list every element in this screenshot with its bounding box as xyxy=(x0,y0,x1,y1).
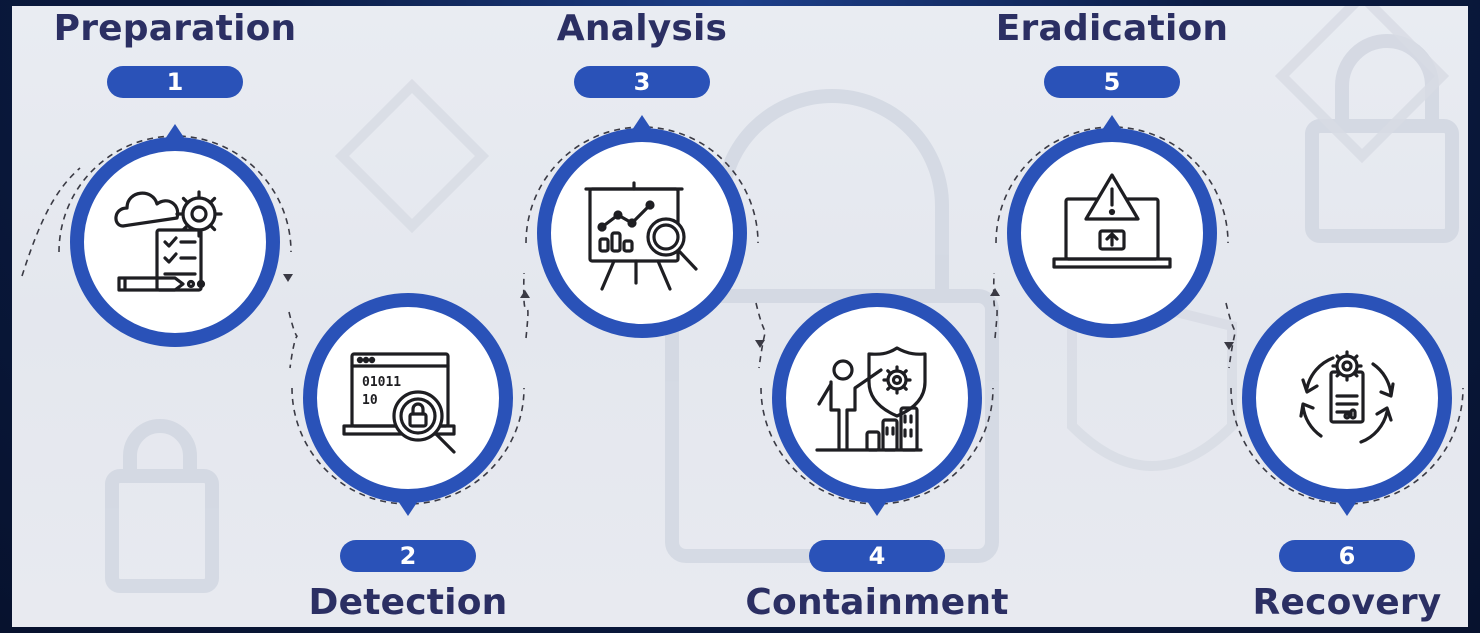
laptop-binary-magnifier-lock-icon: 01011 10 xyxy=(342,352,456,454)
connector-arc-2 xyxy=(291,387,525,505)
stage-node-5 xyxy=(1007,115,1217,338)
stage-circle-4 xyxy=(772,293,982,503)
connector-arc-5 xyxy=(995,126,1229,244)
svg-text:01011: 01011 xyxy=(362,375,401,390)
connector-up-2 xyxy=(522,272,529,339)
arrowhead-4 xyxy=(990,288,1000,296)
stage-circle-1 xyxy=(70,137,280,347)
stage-number-badge: 5 xyxy=(1044,66,1180,98)
svg-text:10: 10 xyxy=(362,393,378,408)
stage-title: Recovery xyxy=(1252,582,1442,623)
stage-title: Containment xyxy=(745,582,1009,623)
stage-title: Preparation xyxy=(53,8,297,49)
stage-node-3 xyxy=(537,115,747,338)
stage-node-1 xyxy=(70,124,280,347)
person-shield-gear-buildings-icon xyxy=(815,346,927,452)
connector-down-3 xyxy=(755,302,766,369)
connector-arc-6 xyxy=(1230,387,1464,505)
stage-title: Eradication xyxy=(995,8,1229,49)
connector-down-1 xyxy=(288,311,298,369)
cloud-gear-checklist-pencil-icon xyxy=(114,190,223,292)
document-gear-cycle-arrows-icon xyxy=(1299,350,1395,444)
arrowhead-1 xyxy=(283,274,293,282)
stage-title: Detection xyxy=(308,582,508,623)
stage-number-badge: 4 xyxy=(809,540,945,572)
background-decoration xyxy=(105,6,1459,593)
stage-number-badge: 2 xyxy=(340,540,476,572)
stage-node-4 xyxy=(772,293,982,516)
stage-number-badge: 6 xyxy=(1279,540,1415,572)
connector-up-4 xyxy=(992,272,998,339)
stage-circle-3 xyxy=(537,128,747,338)
stage-circle-6 xyxy=(1242,293,1452,503)
stage-title: Analysis xyxy=(556,8,728,49)
laptop-warning-upload-icon xyxy=(1052,173,1172,269)
background-padlock-shackle xyxy=(715,89,949,296)
connector-arc-1 xyxy=(58,135,292,253)
presentation-chart-magnifier-icon xyxy=(584,181,698,291)
connector-lead-in xyxy=(21,167,81,277)
stage-number-badge: 1 xyxy=(107,66,243,98)
diagram-panel xyxy=(12,6,1468,627)
connector-arc-3 xyxy=(525,126,759,244)
stage-node-6 xyxy=(1242,293,1452,516)
connector-down-5 xyxy=(1225,302,1236,369)
connector-arc-4 xyxy=(760,387,994,505)
arrowhead-5 xyxy=(1224,342,1234,350)
stage-number-badge: 3 xyxy=(574,66,710,98)
arrowhead-2 xyxy=(520,290,530,298)
arrowhead-3 xyxy=(755,340,765,348)
stage-node-2: 01011 10 xyxy=(303,293,513,516)
